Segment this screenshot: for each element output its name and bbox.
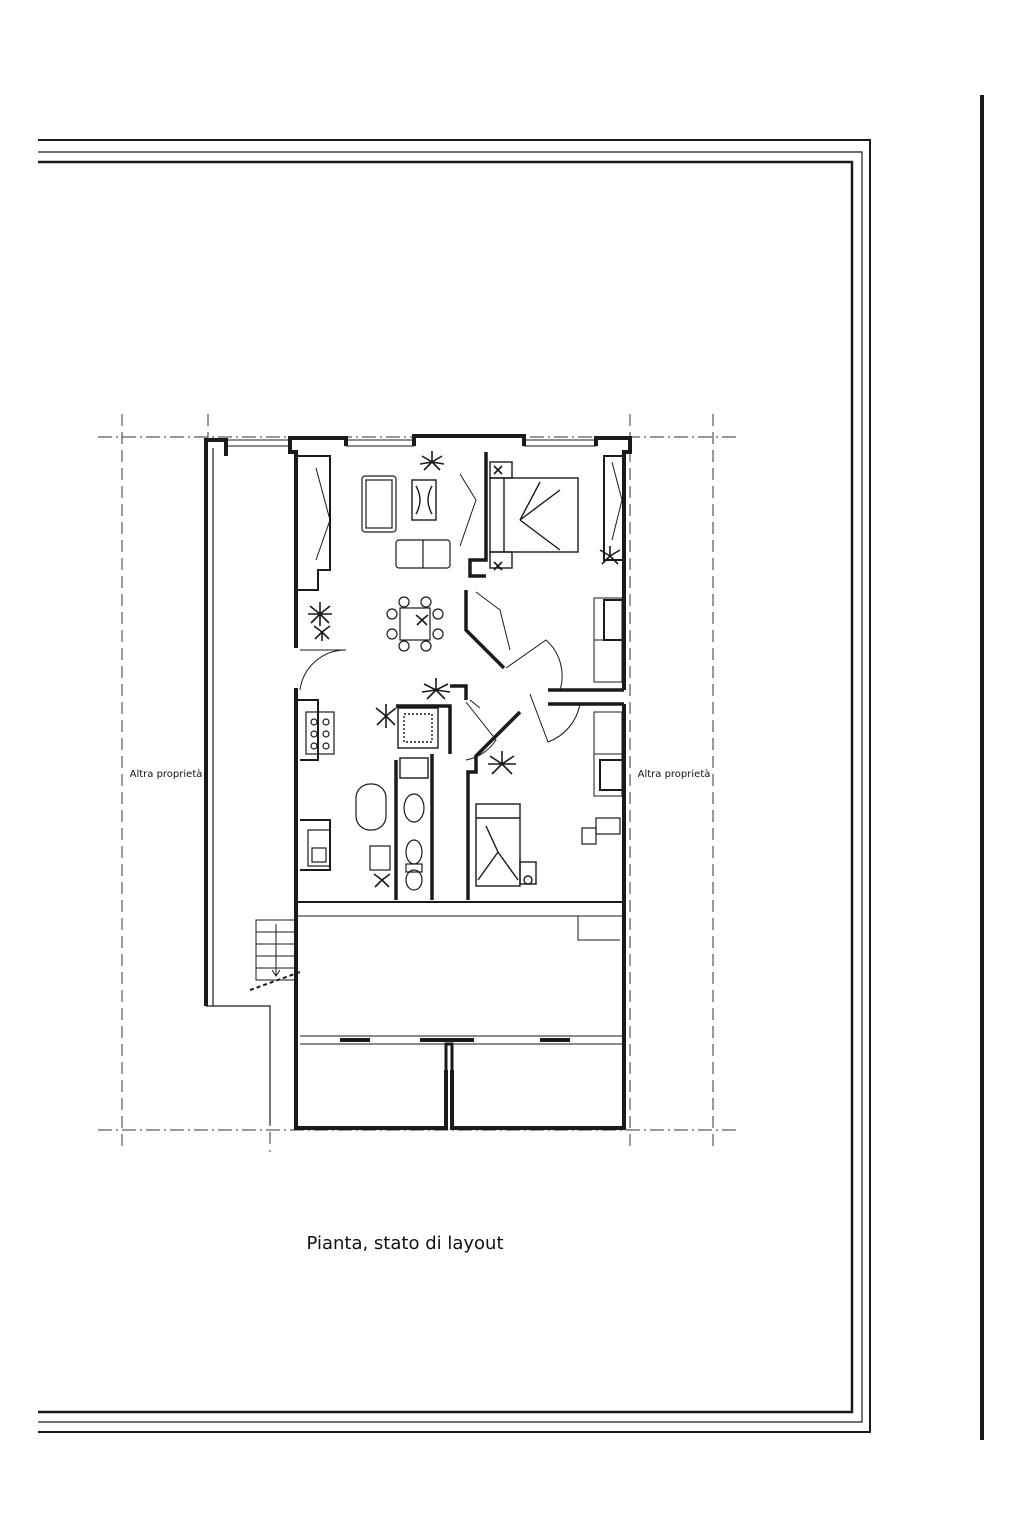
balcony — [300, 916, 624, 1070]
left-corridor-walls — [204, 438, 290, 1125]
wardrobe-panels — [315, 461, 623, 797]
shower-icon — [397, 707, 439, 779]
dining-table — [386, 596, 444, 652]
door-swing-icon — [299, 639, 581, 761]
right-neighbor-label: Altra proprietà — [637, 769, 711, 780]
coffee-table — [411, 479, 437, 521]
stove-icon — [305, 711, 335, 755]
plant-icon — [308, 451, 621, 888]
interior-walls — [296, 452, 624, 917]
toilet-icon — [403, 793, 425, 891]
drawing-frame — [38, 139, 871, 1433]
bed-icon — [475, 461, 579, 887]
property-boundaries — [98, 436, 740, 1131]
desk-icon — [581, 817, 621, 845]
left-neighbor-label: Altra proprietà — [129, 769, 203, 780]
outer-walls — [288, 434, 632, 1130]
plan-caption: Pianta, stato di layout — [306, 1233, 504, 1254]
sofa-icon — [361, 475, 451, 569]
sink-icon — [307, 783, 391, 871]
stair-icon — [249, 919, 301, 991]
wall-piers — [296, 455, 624, 871]
